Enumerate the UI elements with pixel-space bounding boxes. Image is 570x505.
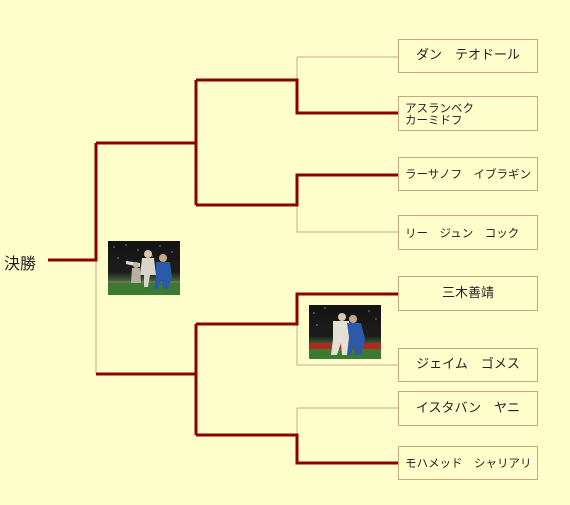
bracket-line-thin [296,407,398,435]
bracket-line-winner [196,292,398,326]
fighter-box[interactable]: イスタバン ヤニ [398,391,538,426]
fighter-box[interactable]: 三木善靖 [398,276,538,311]
final-label: 決勝 [4,254,37,273]
fighter-name: アスランベク カーミドフ [405,100,474,127]
fighter-box[interactable]: ジェイム ゴメス [398,348,538,382]
fighter-name: ダン テオドール [415,48,520,63]
bracket-line-thin [296,56,398,80]
bracket-line-winner [196,173,398,207]
fighter-name: ジェイム ゴメス [416,357,520,372]
fighter-name: 三木善靖 [441,285,494,301]
fighter-box[interactable]: モハメッド シャリアリ [398,446,538,480]
bracket-line-thin [296,324,398,366]
fighters-photo-illustration [108,244,180,295]
bracket-line-winner [196,78,398,115]
fighter-name: モハメッド シャリアリ [405,456,532,470]
fighter-name: ラーサノフ イブラギン [405,167,532,181]
fighter-box[interactable]: アスランベク カーミドフ [398,96,538,131]
bracket-line-winner [48,143,98,262]
fighters-photo-illustration [309,307,381,359]
fighter-box[interactable]: リー ジュン コック [398,215,538,250]
bracket-line-winner [196,433,398,465]
bracket-line-thin [296,175,398,233]
fighter-box[interactable]: ラーサノフ イブラギン [398,157,538,191]
fighter-box[interactable]: ダン テオドール [398,39,538,73]
fighter-name: リー ジュン コック [405,225,520,240]
fighter-name: イスタバン ヤニ [415,400,521,416]
match-photo[interactable] [309,305,381,359]
match-photo[interactable] [108,241,180,295]
